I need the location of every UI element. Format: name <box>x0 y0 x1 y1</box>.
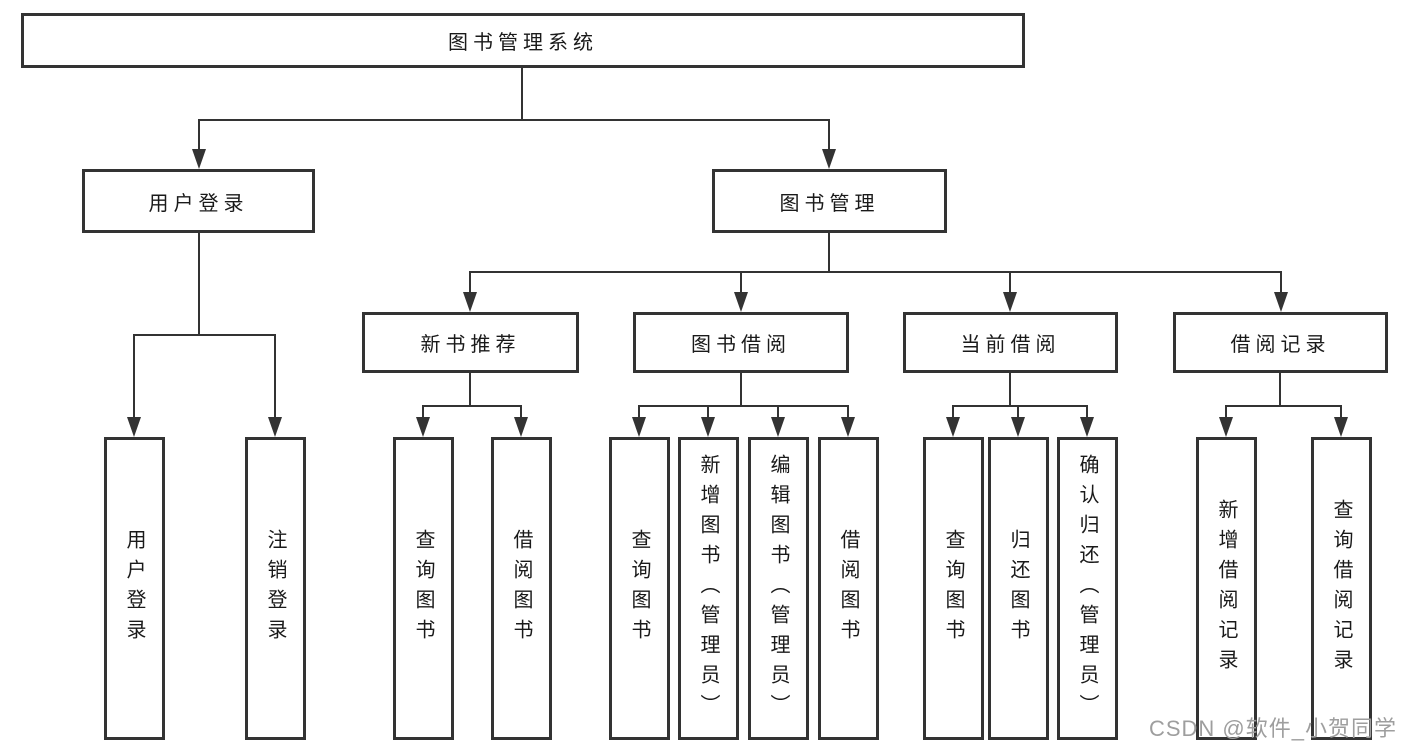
leaf-label: 确认归还（管理员） <box>1076 453 1098 724</box>
arrow-down-icon <box>1334 417 1348 437</box>
connector-drop-leaf <box>952 405 954 419</box>
connector-drop-book-management <box>828 119 830 150</box>
leaf-return-books: 归还图书 <box>988 437 1049 740</box>
connector-drop-level3 <box>469 271 471 293</box>
connector-borrowing-branch <box>638 405 849 407</box>
leaf-label: 用户登录 <box>123 528 145 649</box>
node-label: 图书借阅 <box>691 334 791 356</box>
leaf-logout: 注销登录 <box>245 437 306 740</box>
connector-drop-leaf <box>1017 405 1019 419</box>
connector-drop-leaf <box>133 334 135 419</box>
arrow-down-icon <box>463 292 477 312</box>
arrow-down-icon <box>1011 417 1025 437</box>
leaf-borrow-books-recommend: 借阅图书 <box>491 437 552 740</box>
arrow-down-icon <box>127 417 141 437</box>
leaf-query-books-recommend: 查询图书 <box>393 437 454 740</box>
connector-drop-leaf <box>1086 405 1088 419</box>
connector-drop-level3 <box>1280 271 1282 293</box>
connector-drop-level3 <box>740 271 742 293</box>
arrow-down-icon <box>632 417 646 437</box>
connector-drop-leaf <box>638 405 640 419</box>
leaf-label: 新增借阅记录 <box>1215 498 1237 679</box>
node-label: 图书管理 <box>779 192 880 215</box>
node-user-login: 用户登录 <box>82 169 315 233</box>
connector-borrowing-stem <box>740 372 742 407</box>
leaf-user-login: 用户登录 <box>104 437 165 740</box>
connector-book-management-stem <box>828 232 830 273</box>
connector-recommend-branch <box>422 405 522 407</box>
leaf-edit-book-admin: 编辑图书（管理员） <box>748 437 809 740</box>
leaf-label: 查询图书 <box>628 528 650 649</box>
node-borrowing-records: 借阅记录 <box>1173 312 1388 373</box>
node-library-system: 图书管理系统 <box>21 13 1025 68</box>
connector-drop-user-login <box>198 119 200 150</box>
node-label: 新书推荐 <box>420 334 521 356</box>
node-label: 用户登录 <box>148 192 249 215</box>
leaf-label: 查询图书 <box>412 528 434 649</box>
connector-user-login-branch <box>133 334 275 336</box>
arrow-down-icon <box>701 417 715 437</box>
arrow-down-icon <box>841 417 855 437</box>
arrow-down-icon <box>1003 292 1017 312</box>
arrow-down-icon <box>268 417 282 437</box>
node-new-book-recommendation: 新书推荐 <box>362 312 579 373</box>
connector-drop-leaf <box>274 334 276 419</box>
arrow-down-icon <box>192 149 206 169</box>
node-book-borrowing: 图书借阅 <box>633 312 849 373</box>
connector-recommend-stem <box>469 372 471 407</box>
node-current-borrowing: 当前借阅 <box>903 312 1118 373</box>
leaf-label: 新增图书（管理员） <box>697 453 719 724</box>
arrow-down-icon <box>1219 417 1233 437</box>
connector-root-branch <box>198 119 830 121</box>
leaf-add-book-admin: 新增图书（管理员） <box>678 437 739 740</box>
node-book-management: 图书管理 <box>712 169 947 233</box>
connector-records-stem <box>1279 372 1281 407</box>
leaf-label: 借阅图书 <box>837 528 859 649</box>
leaf-label: 查询图书 <box>942 528 964 649</box>
connector-drop-leaf <box>422 405 424 419</box>
leaf-confirm-return-admin: 确认归还（管理员） <box>1057 437 1118 740</box>
connector-current-branch <box>952 405 1088 407</box>
arrow-down-icon <box>771 417 785 437</box>
leaf-label: 注销登录 <box>264 528 286 649</box>
node-label: 当前借阅 <box>960 334 1061 356</box>
arrow-down-icon <box>1080 417 1094 437</box>
connector-book-management-branch <box>469 271 1282 273</box>
arrow-down-icon <box>416 417 430 437</box>
leaf-add-borrow-record: 新增借阅记录 <box>1196 437 1257 740</box>
leaf-query-books-borrowing: 查询图书 <box>609 437 670 740</box>
csdn-watermark: CSDN @软件_小贺同学 <box>1148 716 1397 741</box>
connector-records-branch <box>1225 405 1342 407</box>
connector-drop-leaf <box>1225 405 1227 419</box>
connector-drop-leaf <box>847 405 849 419</box>
leaf-label: 编辑图书（管理员） <box>767 453 789 724</box>
leaf-query-books-current: 查询图书 <box>923 437 984 740</box>
arrow-down-icon <box>946 417 960 437</box>
arrow-down-icon <box>514 417 528 437</box>
leaf-label: 借阅图书 <box>510 528 532 649</box>
connector-user-login-stem <box>198 232 200 336</box>
arrow-down-icon <box>734 292 748 312</box>
connector-root-stem <box>521 68 523 121</box>
node-label: 图书管理系统 <box>448 32 598 54</box>
leaf-query-borrow-record: 查询借阅记录 <box>1311 437 1372 740</box>
connector-drop-level3 <box>1009 271 1011 293</box>
arrow-down-icon <box>822 149 836 169</box>
leaf-borrow-books-borrowing: 借阅图书 <box>818 437 879 740</box>
leaf-label: 归还图书 <box>1007 528 1029 649</box>
connector-drop-leaf <box>520 405 522 419</box>
connector-drop-leaf <box>1340 405 1342 419</box>
connector-drop-leaf <box>707 405 709 419</box>
connector-current-stem <box>1009 372 1011 407</box>
arrow-down-icon <box>1274 292 1288 312</box>
node-label: 借阅记录 <box>1230 334 1331 356</box>
connector-drop-leaf <box>777 405 779 419</box>
leaf-label: 查询借阅记录 <box>1330 498 1352 679</box>
